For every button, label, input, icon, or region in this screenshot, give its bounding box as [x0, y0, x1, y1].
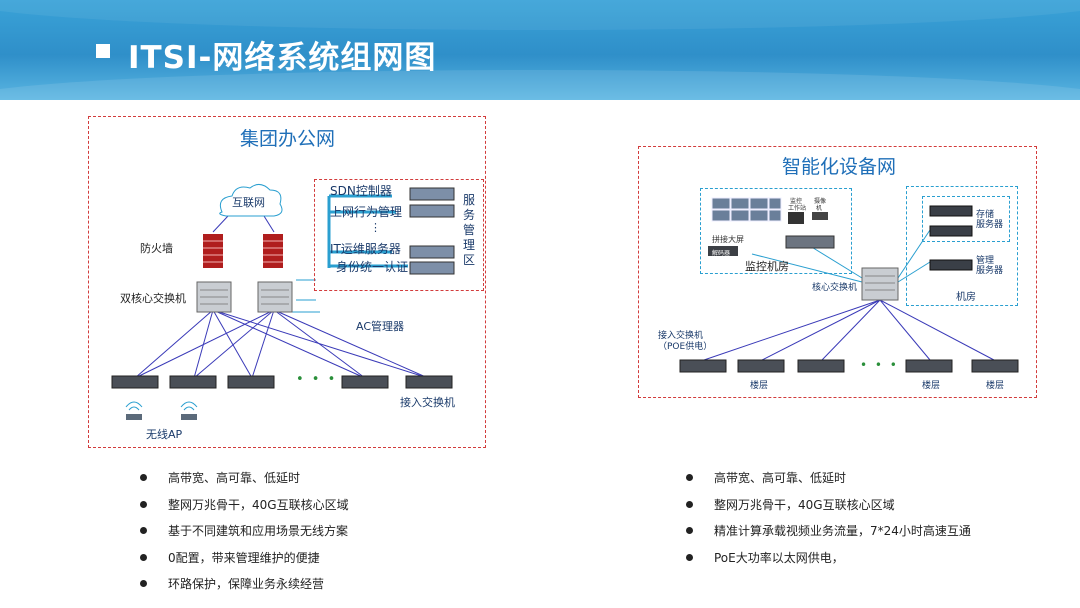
core-switch-label: 双核心交换机 — [120, 292, 186, 305]
list-item: 环路保护，保障业务永续经营 — [140, 576, 349, 603]
ac-manager-label: AC管理器 — [356, 320, 405, 333]
mon-tiny-4: 机 — [816, 205, 823, 212]
firewall-label: 防火墙 — [140, 242, 173, 255]
bullet-icon — [686, 553, 693, 561]
service-area-title: 服务管理区 — [462, 193, 475, 267]
list-item: 高带宽、高可靠、低延时 — [686, 470, 971, 497]
floor-label-3: 楼层 — [986, 381, 1005, 391]
camera-icon — [812, 212, 828, 220]
device-core-label: 核心交换机 — [812, 283, 858, 293]
list-item: PoE大功率以太网供电， — [686, 550, 971, 577]
right-bullet-list: 高带宽、高可靠、低延时 整网万兆骨干，40G互联核心区域 精准计算承载视频业务流… — [686, 470, 971, 576]
bullet-icon — [686, 474, 693, 481]
mon-tiny-1: 监控 — [790, 198, 803, 205]
list-item: 0配置，带来管理维护的便捷 — [140, 550, 349, 577]
mon-tiny-3: 摄像 — [814, 198, 827, 205]
bullet-icon — [140, 527, 147, 534]
it-ops-server-label: IT运维服务器 — [330, 242, 401, 256]
header-banner: ITSI-网络系统组网图 — [0, 0, 1080, 100]
access-switch-icon — [111, 375, 453, 389]
title-square-icon — [96, 44, 110, 58]
bullet-icon — [140, 500, 147, 508]
list-item: 整网万兆骨干，40G互联核心区域 — [686, 497, 971, 524]
firewall-icon — [203, 234, 283, 268]
list-item: 精准计算承载视频业务流量，7*24小时高速互通 — [686, 523, 971, 550]
bullet-icon — [140, 580, 147, 587]
office-links — [134, 215, 429, 379]
device-network-title: 智能化设备网 — [782, 156, 897, 178]
decoder-icon — [708, 246, 738, 256]
service-bracket — [327, 194, 408, 268]
storage-group-box — [922, 196, 1010, 242]
access-switch-label: 接入交换机 — [400, 396, 455, 409]
office-network-panel — [88, 116, 486, 448]
internet-cloud-icon — [219, 184, 283, 217]
machine-room-label: 机房 — [956, 292, 976, 303]
core-switch-icon — [196, 281, 293, 313]
device-core-links — [751, 229, 931, 283]
device-network-panel — [638, 146, 1037, 398]
page-title: ITSI-网络系统组网图 — [128, 40, 437, 76]
bullet-icon — [686, 527, 693, 534]
list-item: 基于不同建筑和应用场景无线方案 — [140, 523, 349, 550]
vertical-dots: ⋮ — [370, 221, 381, 234]
floor-label-2: 楼层 — [922, 381, 941, 391]
service-area-box — [314, 179, 484, 291]
monitor-room-label: 监控机房 — [745, 260, 789, 273]
decoder-label: 解码器 — [712, 250, 731, 257]
floor-switch-icon — [679, 359, 1019, 373]
identity-auth-label: 身份统一认证 — [336, 260, 409, 274]
storage-server-label: 存储 服务器 — [976, 210, 1004, 230]
server-icon — [409, 187, 455, 275]
wireless-ap-label: 无线AP — [146, 428, 183, 441]
monitor-switch-icon — [785, 235, 835, 249]
workstation-icon — [788, 212, 804, 224]
left-bullet-list: 高带宽、高可靠、低延时 整网万兆骨干，40G互联核心区域 基于不同建筑和应用场景… — [140, 470, 349, 603]
poe-access-label: 接入交换机 （POE供电） — [658, 331, 713, 352]
monitor-room-box — [700, 188, 852, 274]
ellipsis-dots: • • • — [296, 372, 338, 387]
office-network-title: 集团办公网 — [240, 128, 336, 150]
device-links — [703, 299, 995, 361]
ellipsis-dots: • • • — [860, 358, 899, 372]
splice-screen-label: 拼接大屏 — [712, 235, 744, 244]
floor-label-1: 楼层 — [750, 381, 769, 391]
behavior-mgmt-label: 上网行为管理 — [330, 205, 403, 219]
wireless-ap-icon — [125, 401, 198, 420]
list-item: 高带宽、高可靠、低延时 — [140, 470, 349, 497]
bullet-icon — [140, 474, 147, 481]
rack-server-icon — [929, 205, 973, 271]
bullet-icon — [686, 500, 693, 508]
list-item: 整网万兆骨干，40G互联核心区域 — [140, 497, 349, 524]
device-core-switch-icon — [861, 267, 899, 301]
mgmt-server-label: 管理 服务器 — [976, 256, 1004, 276]
mon-tiny-2: 工作站 — [788, 205, 807, 212]
bullet-icon — [140, 553, 147, 561]
sdn-controller-label: SDN控制器 — [330, 184, 392, 198]
machine-room-box — [906, 186, 1018, 306]
internet-label: 互联网 — [232, 196, 265, 209]
video-wall-icon — [711, 197, 782, 222]
